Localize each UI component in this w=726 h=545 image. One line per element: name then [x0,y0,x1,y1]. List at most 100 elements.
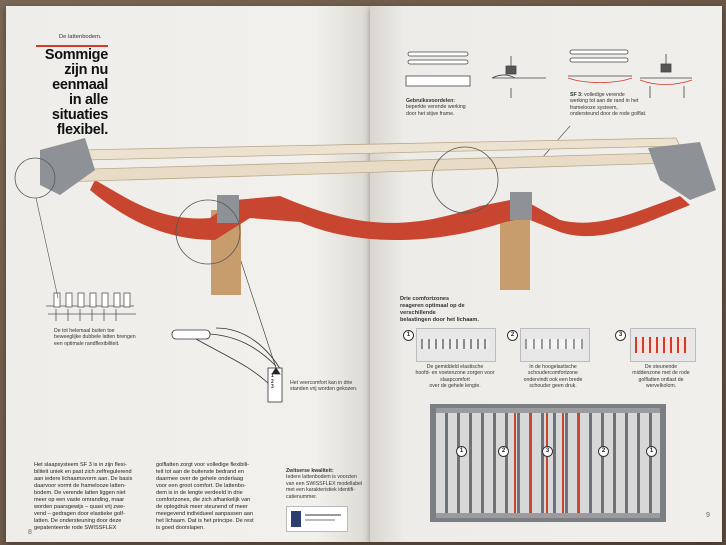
red-wave-support [90,180,690,241]
page-headline: Sommige zijn nu eenmaal in alle situatie… [26,48,108,138]
quality-line: Iedere lattenbodem is voorzien [286,474,357,481]
connector-left [217,195,239,223]
body-line: teit tot aan de buitenste bedrand en [156,469,245,475]
quality-block: Zwitserse kwaliteit: Iedere lattenbodem … [286,468,368,500]
zone-line: middenzone met de rode [632,370,690,377]
zone-3-image [630,328,696,362]
dial-label: 2 [271,378,274,385]
detail-circle-right [431,146,499,214]
zones-title-line: verschillende [400,310,436,316]
right-page: Gebruiksvoordelen: beperkte verende werk… [370,6,722,542]
caption-line: beweeglijke dubbele latten brengen [54,334,136,341]
comparison-diagrams [405,49,693,159]
latten-detail-drawing [35,197,283,403]
zone-line: De steunende [644,364,678,370]
caption-latten: De tot helemaal buiten toe beweeglijke d… [54,328,164,347]
quality-line: met een karakteristiek identifi- [286,487,355,494]
zones-title-line: Drie comfortzones [400,296,450,302]
caption-line: De tot helemaal buiten toe [54,328,115,334]
zones-title-line: belastingen door het lichaam. [400,317,479,323]
zone-line: over de gehele lengte. [429,383,481,390]
caption-line: Het veercomfort kan in drie [290,380,353,386]
sf3-line: framelooze systeem, [570,104,618,111]
headline-line: flexibel. [56,122,109,138]
body-line: biliteit uniek en past zich zelfregulere… [34,469,132,475]
headline-line: Sommige zijn nu [44,47,108,78]
label-tag-icon [291,511,301,527]
page-number-right: 9 [706,512,710,519]
diagram-zone-label: 1 [456,446,467,457]
zone-number: 2 [507,330,518,341]
body-line: golflatten zorgt voor volledige flexibil… [156,462,249,468]
zone-2-text: In de hoogelastische schoudercomfortzone… [510,364,596,390]
zone-line: slaapcomfort [440,376,470,383]
dial-label: 1 [271,373,274,379]
body-line: gepatenteerde rode SWISSFLEX [34,525,117,531]
zones-title: Drie comfortzones reageren optimaal op d… [400,296,510,324]
zone-3-text: De steunende middenzone met de rode golf… [622,364,700,390]
sf3-line: werking tot aan de rand in het [570,98,639,105]
dial-labels: 1 2 3 [271,373,281,391]
sf3-line: ondersteund door de rode golflat. [570,111,647,118]
body-line: worden paarsgewijs – quasi vrij zwe- [34,504,126,510]
diagram-zone-label: 3 [542,446,553,457]
end-cap-right [648,142,716,200]
body-line: daarmee over de gehele onderlaag [156,476,244,482]
quality-line: catienummer. [286,493,318,500]
quality-line: van een SWISSFLEX modellabel [286,480,363,487]
headline-line: in alle situaties [51,92,108,123]
body-line: de oplegdruk meer steunend of meer [156,504,248,510]
end-cap-left [40,138,95,195]
zone-line: schoudercomfortzone [528,370,578,377]
zone-line: schouder geen druk. [529,383,577,390]
zone-line: golflatten ontlast de [638,376,684,383]
body-line: voor een groot comfort. De lattenbo- [156,483,246,489]
zone-1-text: De gemiddeld elastische hoofd- en voeten… [410,364,500,390]
zone-line: De gemiddeld elastische [426,364,484,370]
body-line: daarvoor vormt de framelooze latten- [34,483,126,489]
body-line: Het slaapsysteem SF 3 is in zijn flexi- [34,462,127,468]
body-line: dem is in de lengte verdeeld in drie [156,490,243,496]
zone-2-image [520,328,590,362]
diagram-zone-label: 1 [646,446,657,457]
connector-right [510,192,532,220]
diagram-zone-label: 2 [598,446,609,457]
body-column-2: golflatten zorgt voor volledige flexibil… [156,462,274,532]
section-tag: De lattenbodem. [59,34,102,40]
zone-line: wervelkolom. [645,383,677,390]
body-line: bodem. De verende latten liggen niet [34,490,126,496]
advantages-title: Gebruiksvoordelen: [406,98,456,104]
body-column-1: Het slaapsysteem SF 3 is in zijn flexi- … [34,462,152,532]
body-line: latten. De ondersteuning door deze [34,518,122,524]
detail-circle-center [175,199,241,265]
zone-line: hoofd- en voetenzone zorgen voor [415,370,495,377]
page-number-left: 8 [28,529,32,536]
body-line: is goed doorslapen. [156,525,205,531]
quality-title: Zwitserse kwaliteit: [286,468,334,474]
sf3-line: volledige verende [584,92,625,98]
caption-line: een optimale randflexibiliteit. [54,340,120,347]
headline-line: eenmaal [52,77,108,93]
slatted-base-photo [430,404,666,522]
caption-line: standen vrij worden gekozen. [290,386,358,393]
zone-number: 3 [615,330,626,341]
headline-rule [36,45,108,47]
zone-number: 1 [403,330,414,341]
left-page: De lattenbodem. Sommige zijn nu eenmaal … [6,6,370,542]
model-label-image [286,506,348,532]
body-line: het lichaam. Dat is het principe. De res… [156,518,254,524]
advantages-line: beperkte verende werking [406,104,466,111]
zone-line: ondervindt ook een brede [523,376,583,383]
diagram-zone-label: 2 [498,446,509,457]
dial-label: 3 [271,384,274,391]
detail-circle-left [14,157,56,199]
caption-veer: Het veercomfort kan in drie standen vrij… [290,380,370,393]
body-line: comfortzones, die zich afhankelijk van [156,497,251,503]
zone-1-image [416,328,496,362]
body-line: meegevend individueel aanpassen aan [156,511,254,517]
body-line: aan iedere lichaamsvorm aan. De basis [34,476,133,482]
advantages-line: door het stijve frame. [406,110,455,117]
sf3-title: SF 3: [570,92,583,98]
zone-line: In de hoogelastische [529,364,577,370]
